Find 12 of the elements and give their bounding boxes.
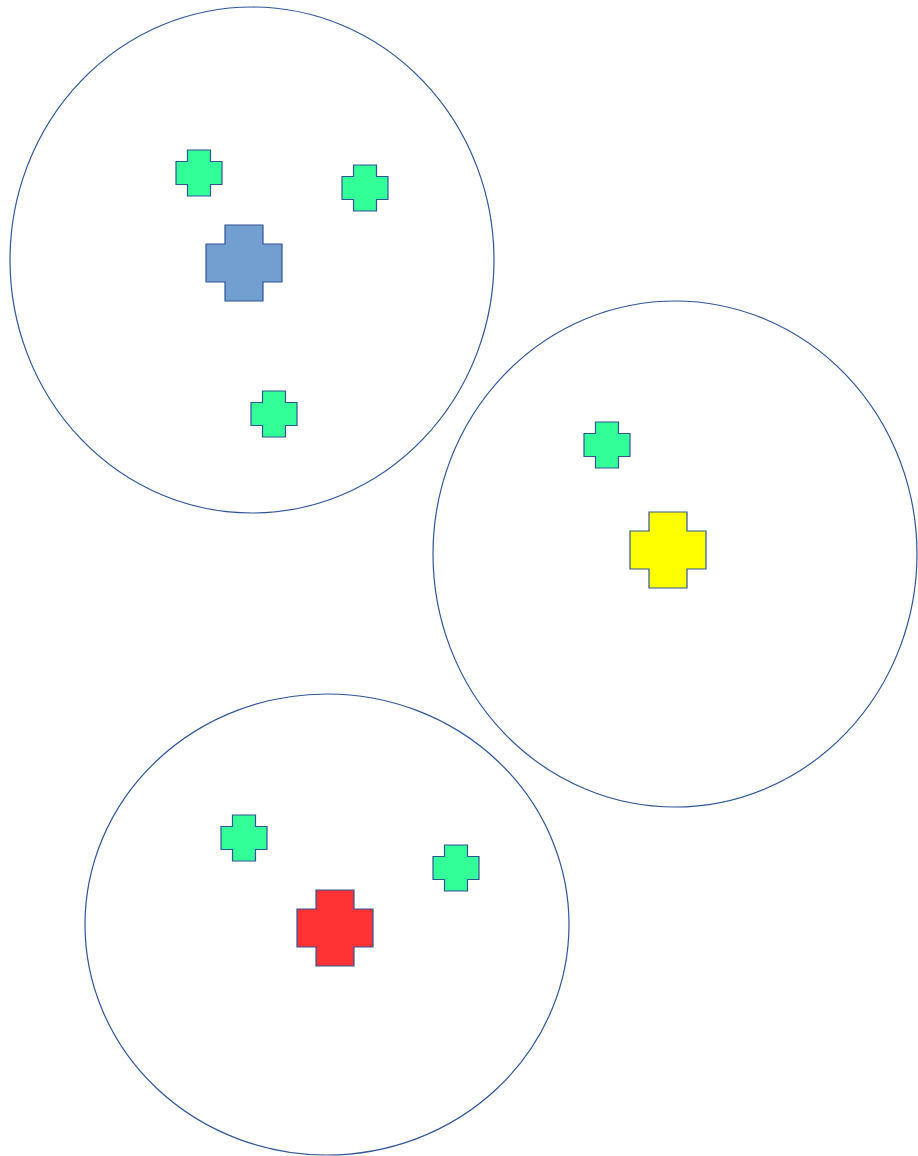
cross-shape: [297, 890, 373, 966]
cross-shape: [206, 225, 282, 301]
cross-shape: [251, 391, 297, 437]
cross-shape: [176, 150, 222, 196]
circle-outline: [433, 301, 917, 807]
cross-shape: [630, 512, 706, 588]
cross-shape: [342, 165, 388, 211]
cross-shape: [584, 422, 630, 468]
cross-shape: [433, 845, 479, 891]
circle-outline: [85, 694, 569, 1155]
cross-shape: [221, 815, 267, 861]
circle-outline: [10, 7, 494, 513]
